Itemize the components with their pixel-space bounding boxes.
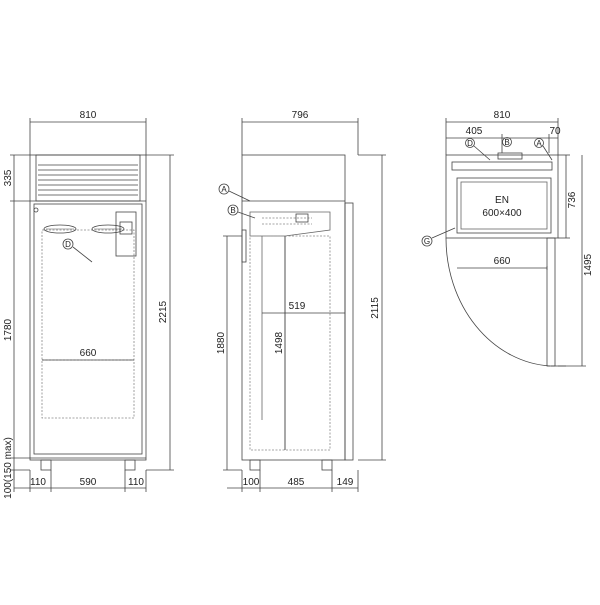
door-swing-arc <box>445 237 551 367</box>
side-total-height-label: 2115 <box>370 297 381 319</box>
callout-a-top <box>534 138 544 148</box>
side-foot-back <box>321 459 333 471</box>
front-foot-right <box>124 459 136 471</box>
side-view <box>218 118 386 492</box>
side-handle <box>241 229 247 263</box>
side-inner-height-label: 1498 <box>274 331 285 354</box>
side-width-label: 796 <box>292 110 309 121</box>
callout-a-side <box>218 183 230 195</box>
front-top-unit <box>35 154 141 202</box>
front-width-label: 810 <box>80 110 97 121</box>
side-bottom-left-label: 100 <box>243 477 260 488</box>
tray-size-label: 600×400 <box>482 208 522 219</box>
fan-right <box>91 224 125 234</box>
callout-g-top <box>421 235 433 247</box>
callout-b-side-label: B <box>230 206 235 215</box>
front-door <box>33 203 143 455</box>
callout-a-top-label: A <box>536 139 542 148</box>
door-swing-label: 1495 <box>583 253 594 276</box>
side-interior <box>249 235 331 451</box>
control-panel <box>115 211 137 257</box>
front-bottom-right-label: 110 <box>128 477 144 488</box>
side-fan-housing <box>249 211 331 237</box>
front-glass-panel <box>41 229 135 419</box>
front-inner-width-label: 660 <box>80 348 97 359</box>
fan-left <box>43 224 77 234</box>
callout-d-top-label: D <box>467 139 473 148</box>
top-fan-block <box>497 152 523 160</box>
side-foot-front <box>249 459 261 471</box>
side-bottom-middle-label: 485 <box>288 477 305 488</box>
labels: 810 660 D 335 1780 100(150 max) 2215 110… <box>3 110 594 499</box>
callout-g-top-label: G <box>424 237 430 246</box>
side-door-edge <box>344 202 354 461</box>
top-width-label: 810 <box>494 110 511 121</box>
callout-d-front <box>62 238 74 250</box>
top-inner-width-label: 660 <box>494 256 511 267</box>
side-bottom-right-label: 149 <box>337 477 354 488</box>
front-body-height-label: 1780 <box>3 318 14 341</box>
callout-b-side <box>227 204 239 216</box>
top-left-offset-label: 405 <box>466 126 483 137</box>
top-rail <box>451 161 553 171</box>
top-cabinet-outline <box>445 154 559 239</box>
front-top-height-label: 335 <box>3 169 14 186</box>
front-view <box>10 118 174 492</box>
callout-b-top-label: B <box>504 138 509 147</box>
front-foot-left <box>40 459 52 471</box>
callout-b-top <box>502 137 512 147</box>
callout-d-front-label: D <box>65 240 71 249</box>
front-bottom-left-label: 110 <box>30 477 46 488</box>
tray-standard-label: EN <box>495 195 509 206</box>
side-body-height-label: 1880 <box>216 331 227 354</box>
callout-d-top <box>465 138 475 148</box>
front-feet-height-label: 100(150 max) <box>3 437 14 499</box>
side-inner-depth-label: 519 <box>289 301 306 312</box>
callout-a-side-label: A <box>221 185 227 194</box>
front-total-height-label: 2215 <box>158 300 169 323</box>
tray-outline <box>456 177 552 234</box>
top-depth-label: 736 <box>567 191 578 208</box>
open-door <box>546 237 556 367</box>
top-view <box>421 118 586 367</box>
top-right-offset-label: 70 <box>549 126 561 137</box>
hinge-top <box>33 207 39 213</box>
front-bottom-middle-label: 590 <box>80 477 97 488</box>
